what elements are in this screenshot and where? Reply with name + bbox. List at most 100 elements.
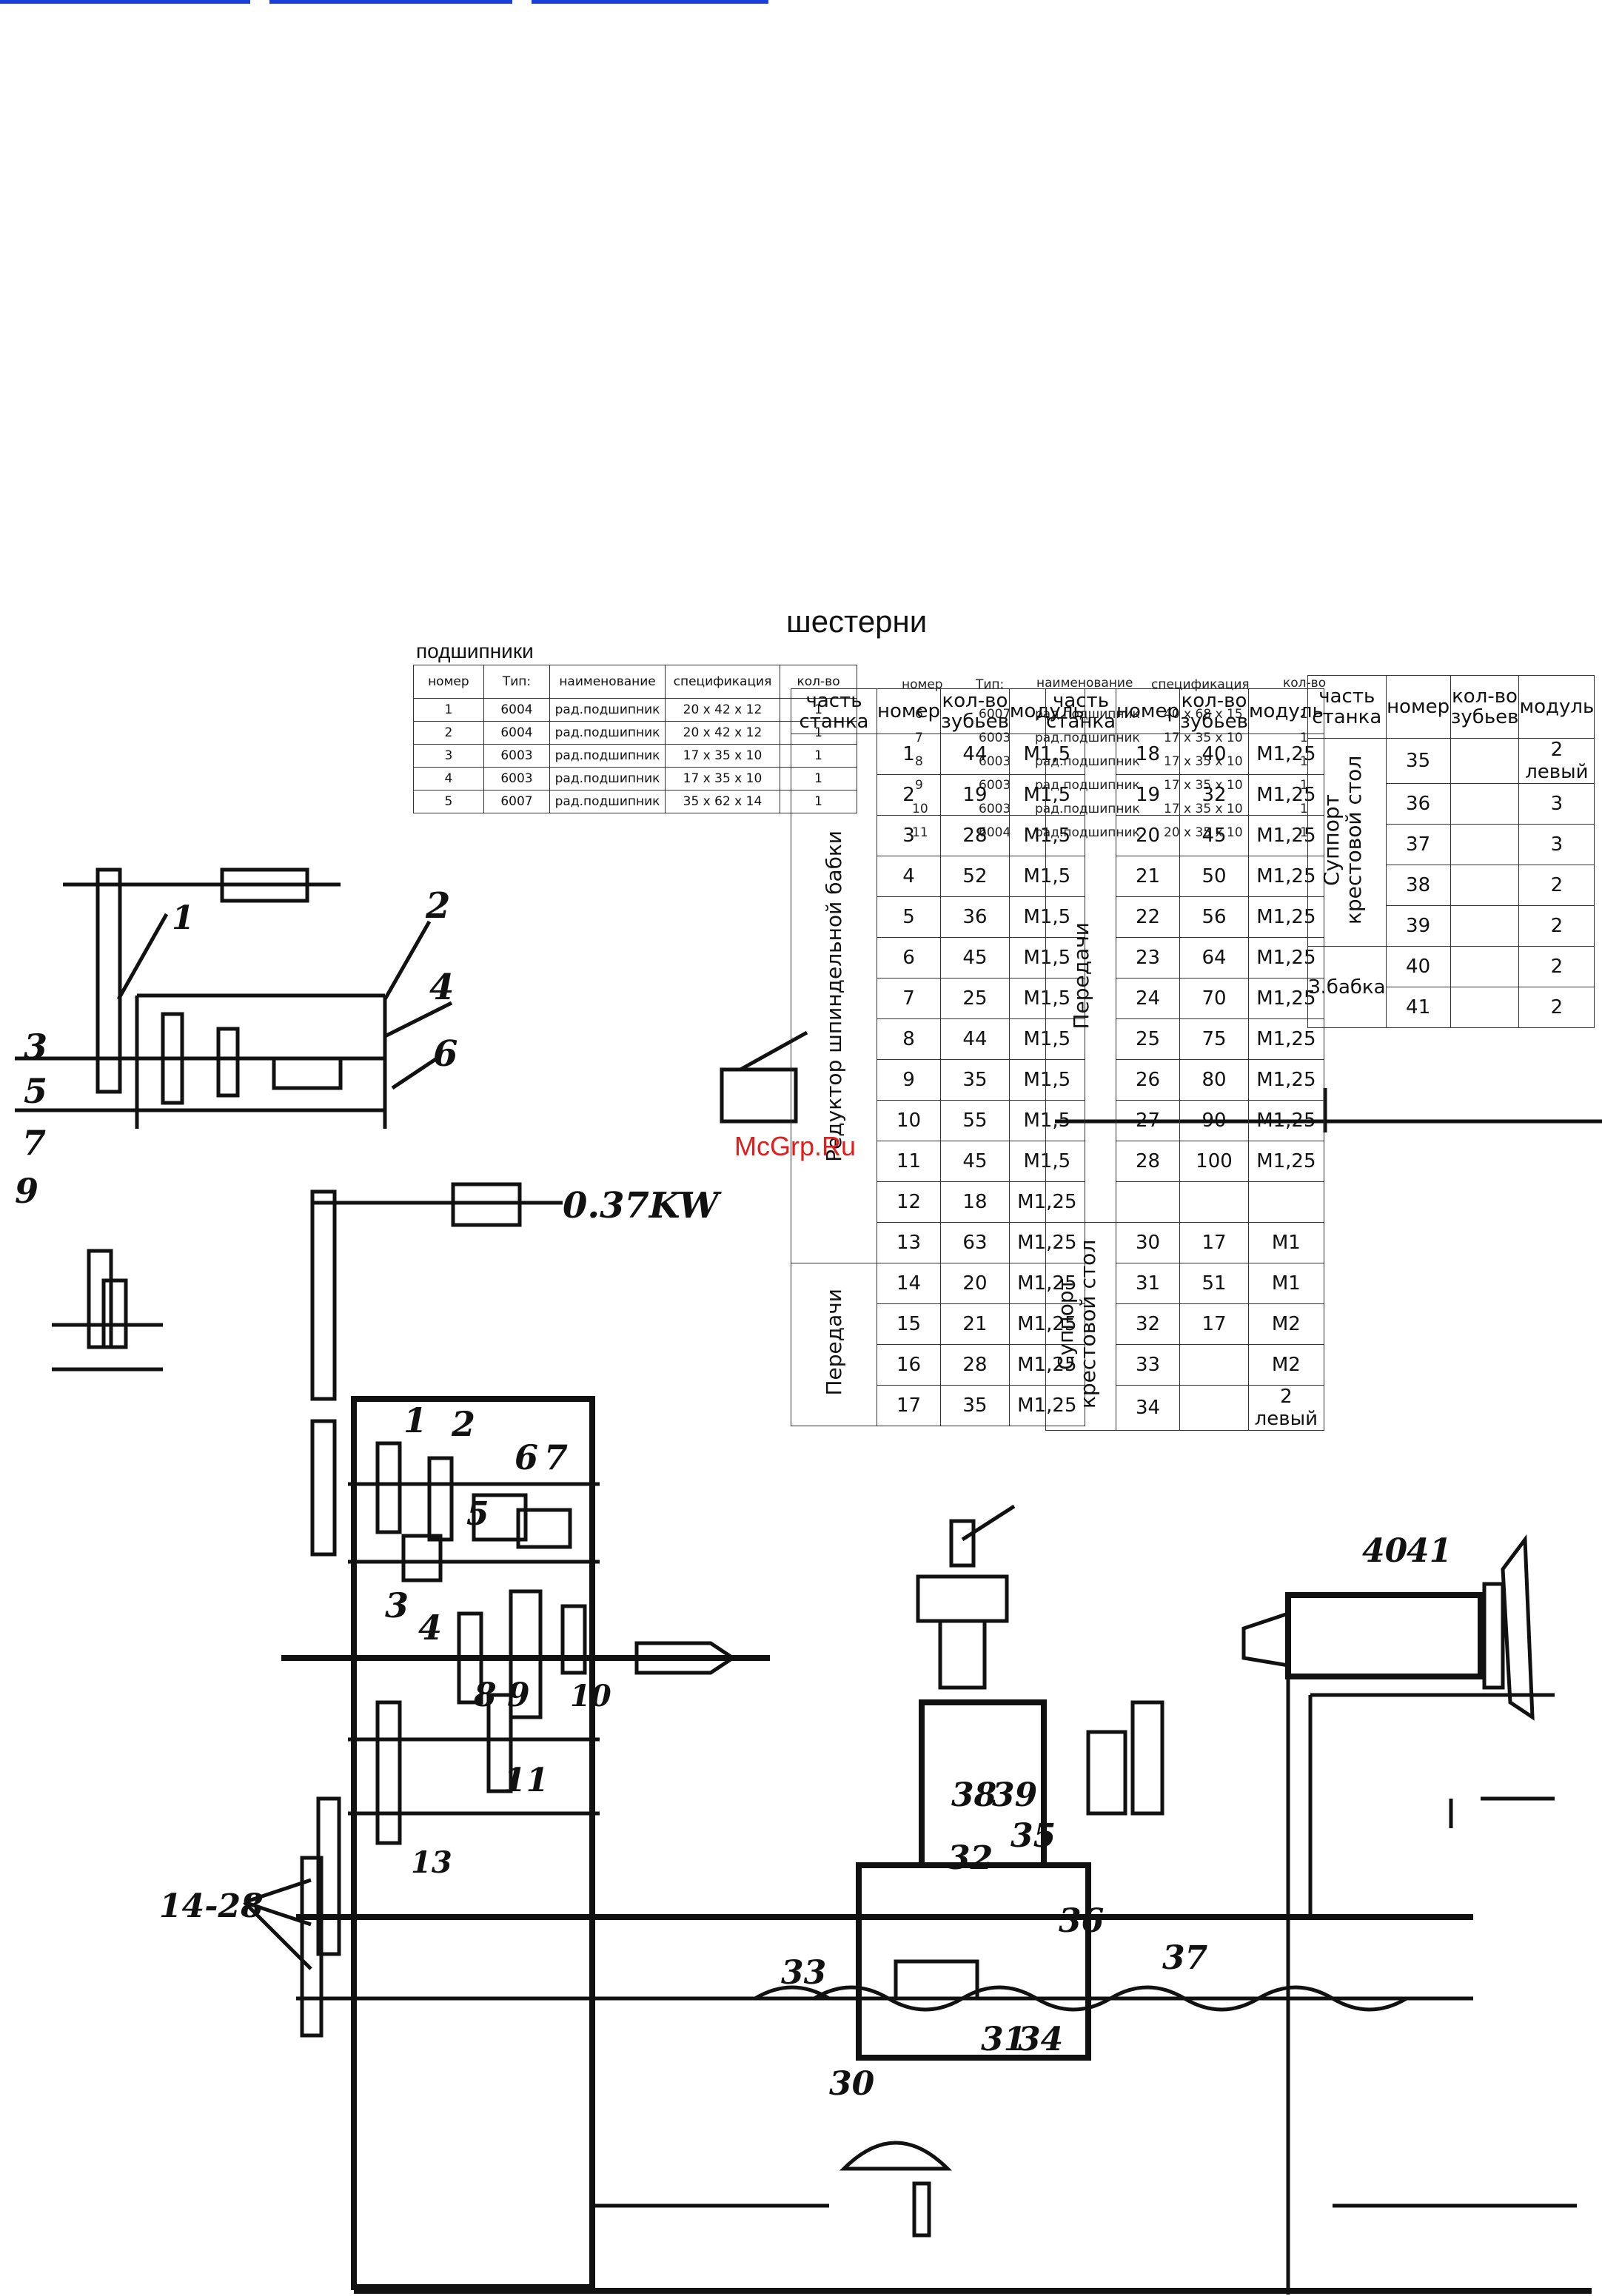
bearings-header-type: Тип: bbox=[483, 665, 551, 699]
cell: 7 bbox=[876, 978, 942, 1019]
cell: 9 bbox=[876, 1059, 942, 1101]
cell bbox=[1449, 865, 1520, 906]
cell: рад.подшипник bbox=[549, 721, 666, 745]
svg-text:39: 39 bbox=[992, 1776, 1037, 1814]
bearings-header-name: наименование bbox=[549, 665, 666, 699]
svg-text:9: 9 bbox=[15, 1171, 38, 1211]
cell: рад.подшипник bbox=[549, 698, 666, 722]
cell: 45 bbox=[1179, 815, 1249, 856]
svg-text:40: 40 bbox=[1362, 1532, 1408, 1570]
cell: 17 bbox=[1179, 1222, 1249, 1263]
cell: 2 левый bbox=[1247, 1385, 1324, 1431]
svg-text:10: 10 bbox=[570, 1679, 611, 1713]
cell: 14 bbox=[876, 1263, 942, 1304]
cell: 6007 bbox=[483, 790, 551, 813]
nav-link-1[interactable] bbox=[0, 0, 250, 4]
svg-text:8: 8 bbox=[473, 1676, 497, 1714]
cell: 15 bbox=[876, 1303, 942, 1345]
cell: 17 bbox=[1179, 1303, 1249, 1345]
svg-text:4: 4 bbox=[418, 1608, 442, 1648]
cell: 23 bbox=[1116, 937, 1181, 979]
cell: 3 bbox=[413, 744, 484, 768]
svg-text:34: 34 bbox=[1018, 2021, 1063, 2058]
group-label: Передачи bbox=[1068, 922, 1093, 1030]
cell: 28 bbox=[940, 815, 1010, 856]
svg-text:9: 9 bbox=[507, 1676, 530, 1714]
cell: 70 bbox=[1179, 978, 1249, 1019]
bearings-header-number: номер bbox=[413, 665, 484, 699]
cell: 40 bbox=[1385, 946, 1451, 987]
cell: 25 bbox=[1116, 1018, 1181, 1060]
svg-text:0.37KW: 0.37KW bbox=[563, 1185, 722, 1226]
cell: 36 bbox=[1385, 783, 1451, 825]
cell bbox=[1449, 987, 1520, 1028]
cell: M2 bbox=[1247, 1344, 1324, 1386]
cell: 4 bbox=[876, 856, 942, 897]
cell: 35 bbox=[940, 1059, 1010, 1101]
cell bbox=[1449, 738, 1520, 784]
cell bbox=[1449, 946, 1520, 987]
cell: 38 bbox=[1385, 865, 1451, 906]
svg-text:7: 7 bbox=[22, 1123, 46, 1163]
cell: M1,25 bbox=[1247, 1018, 1324, 1060]
cell bbox=[1449, 783, 1520, 825]
cell: 39 bbox=[1385, 905, 1451, 947]
cell: 25 bbox=[940, 978, 1010, 1019]
group-label: Суппорт крестовой стол bbox=[1053, 1239, 1100, 1409]
cell: 80 bbox=[1179, 1059, 1249, 1101]
cell: 28 bbox=[940, 1344, 1010, 1386]
cell: 45 bbox=[940, 1141, 1010, 1182]
cell: 28 bbox=[1116, 1141, 1181, 1182]
bearings-title: подшипники bbox=[416, 640, 534, 662]
cell: 3 bbox=[876, 815, 942, 856]
cell: 2 bbox=[1518, 905, 1595, 947]
cell: 64 bbox=[1179, 937, 1249, 979]
cell: 3 bbox=[1518, 824, 1595, 865]
svg-text:32: 32 bbox=[948, 1839, 993, 1877]
cell: 16 bbox=[876, 1344, 942, 1386]
cell: 2 bbox=[1518, 946, 1595, 987]
table-row bbox=[1046, 1181, 1324, 1223]
cell: 50 bbox=[1179, 856, 1249, 897]
table-row: 38 2 bbox=[1308, 865, 1595, 906]
cell: 17 bbox=[876, 1385, 942, 1426]
gear-header-number: номер bbox=[876, 688, 942, 734]
cell: 24 bbox=[1116, 978, 1181, 1019]
svg-text:3: 3 bbox=[385, 1585, 409, 1625]
svg-text:14-28: 14-28 bbox=[159, 1887, 264, 1925]
cell: 44 bbox=[940, 1018, 1010, 1060]
svg-text:41: 41 bbox=[1407, 1532, 1452, 1570]
nav-link-3[interactable] bbox=[532, 0, 768, 4]
group-cell: Передачи bbox=[1045, 734, 1117, 1223]
cell: 4 bbox=[413, 767, 484, 790]
svg-text:6: 6 bbox=[433, 1033, 458, 1075]
cell: 2 bbox=[413, 721, 484, 745]
group-cell: Суппорт крестовой стол bbox=[1307, 738, 1387, 947]
nav-link-2[interactable] bbox=[269, 0, 512, 4]
svg-text:13: 13 bbox=[411, 1845, 452, 1880]
cell: 31 bbox=[1116, 1263, 1181, 1304]
watermark-text: McGrp.Ru bbox=[734, 1131, 857, 1161]
cell: 35 bbox=[1385, 738, 1451, 784]
svg-text:36: 36 bbox=[1059, 1902, 1104, 1940]
cell: 100 bbox=[1179, 1141, 1249, 1182]
cell: 2 bbox=[1518, 865, 1595, 906]
cell: 6003 bbox=[483, 744, 551, 768]
svg-text:3: 3 bbox=[24, 1027, 47, 1067]
gear-table-carriage-tailstock: часть станка номер кол-во зубьев модуль … bbox=[1307, 675, 1595, 1028]
group-label: Суппорт крестовой стол bbox=[1319, 755, 1367, 924]
cell: 51 bbox=[1179, 1263, 1249, 1304]
cell: 18 bbox=[1116, 734, 1181, 775]
cell: 20 bbox=[940, 1263, 1010, 1304]
